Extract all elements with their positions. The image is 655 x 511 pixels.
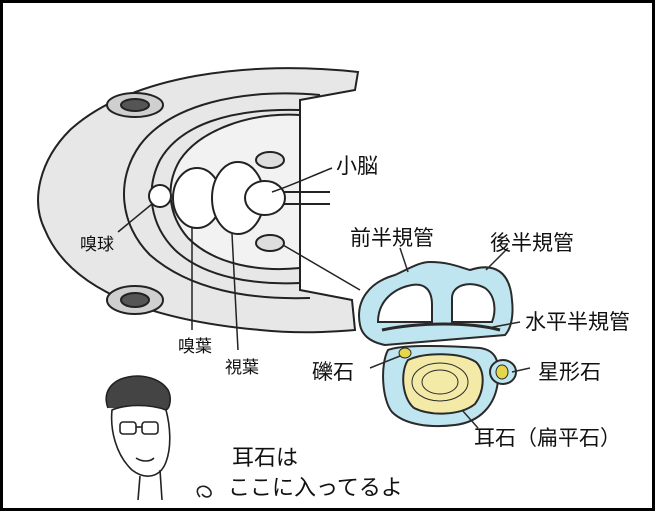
label-anterior-canal: 前半規管 (350, 226, 434, 250)
eye-bottom-pupil (120, 292, 150, 308)
pointer-lapillus (369, 355, 401, 369)
canal-hole-left (376, 283, 433, 323)
label-lapillus: 礫石 (312, 360, 354, 384)
label-optic-lobe: 視葉 (225, 358, 259, 378)
face-outline (110, 404, 171, 477)
fish-head-icon (37, 67, 361, 351)
speech-line-1: 耳石は (232, 446, 299, 471)
label-horizontal-canal: 水平半規管 (525, 310, 630, 334)
lapillus-shape (398, 347, 412, 359)
ear-capsule-bottom (255, 234, 285, 252)
glasses-left (119, 421, 137, 435)
speech-line-2: ここに入ってるよ (228, 476, 403, 501)
pointer-posterior-canal (485, 247, 509, 271)
sagitta-shape (402, 353, 484, 415)
pointer-cerebellum (271, 167, 333, 193)
label-cerebellum: 小脳 (336, 154, 378, 178)
head-inner-ridge (123, 92, 321, 300)
glasses-right (141, 421, 159, 435)
pointer-olfactory-bulb (117, 203, 153, 233)
sagitta-core (421, 369, 459, 395)
face-mouth (135, 457, 155, 462)
pointer-sagitta (461, 409, 479, 429)
asteriscus-shape (495, 364, 509, 380)
pointer-anterior-canal (399, 247, 409, 273)
pointer-optic-lobe (231, 233, 239, 351)
face-hair (105, 375, 171, 411)
spinal-cord (283, 191, 330, 205)
pointer-horizontal-canal (487, 321, 521, 329)
label-sagitta: 耳石（扁平石） (474, 426, 621, 450)
label-posterior-canal: 後半規管 (490, 231, 574, 255)
pointer-asteriscus (511, 367, 531, 373)
inner-ear-icon (358, 247, 531, 429)
label-olfactory-bulb: 嗅球 (80, 235, 114, 255)
label-asteriscus: 星形石 (538, 360, 601, 384)
olfactory-bulb-shape (148, 184, 172, 208)
cerebellum-shape (244, 180, 286, 216)
eye-top-pupil (120, 98, 150, 112)
speech-swirl (196, 485, 212, 498)
sagitta-ring (411, 362, 469, 402)
canal-hole-right (451, 283, 496, 323)
cartoon-face-icon (105, 375, 212, 501)
face-neck (137, 469, 163, 501)
ear-capsule-top (255, 151, 285, 169)
label-olfactory-lobe: 嗅葉 (178, 337, 212, 357)
pointer-to-ear (282, 244, 361, 291)
